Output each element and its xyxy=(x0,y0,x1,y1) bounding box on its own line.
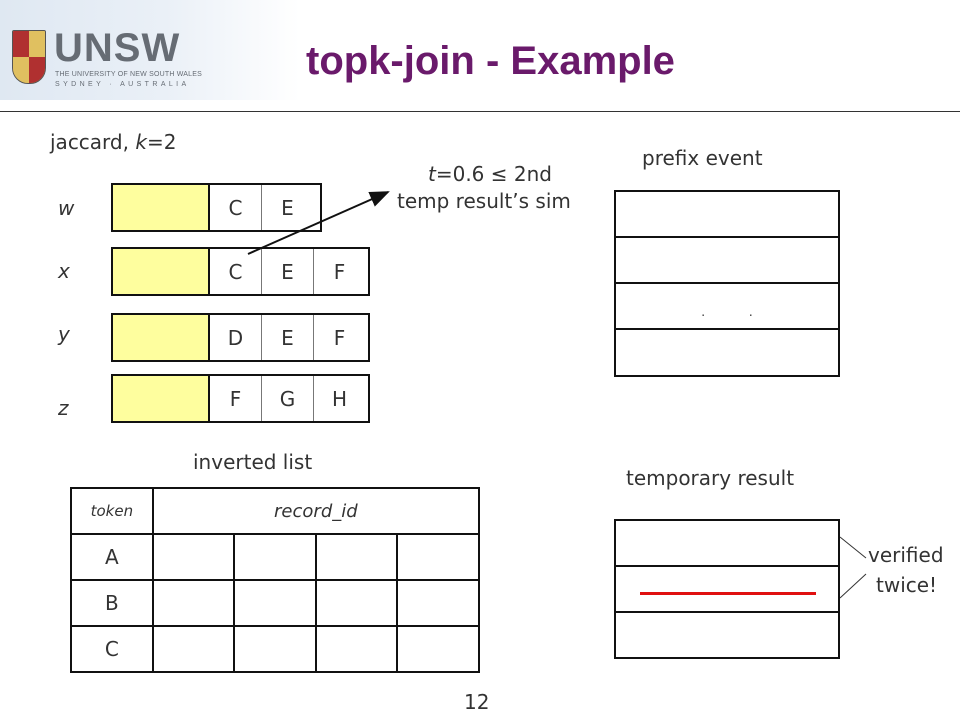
prefix-event-row: . . xyxy=(614,282,840,330)
inverted-list-cell xyxy=(314,533,399,581)
inverted-list-cell xyxy=(233,533,317,581)
temp-result-row xyxy=(614,565,840,613)
record-label-w: w xyxy=(58,196,75,220)
params-prefix: jaccard, xyxy=(50,130,136,154)
inverted-list-cell xyxy=(233,625,317,673)
params-k-var: k xyxy=(135,130,147,154)
prefix-event-row xyxy=(614,190,840,238)
inverted-list-cell xyxy=(151,625,236,673)
record-y-token: E xyxy=(261,315,313,360)
temp-result-row xyxy=(614,611,840,659)
strikethrough-line xyxy=(640,592,816,595)
slide-title: topk-join - Example xyxy=(306,39,675,83)
inverted-list-token: C xyxy=(70,625,154,673)
record-label-z: z xyxy=(58,396,69,420)
record-x-token: F xyxy=(313,249,365,294)
temp-result-row xyxy=(614,519,840,567)
record-y-token: F xyxy=(313,315,365,360)
page-number: 12 xyxy=(464,690,490,714)
record-y-prefix-box xyxy=(111,313,210,362)
logo-area xyxy=(0,0,300,100)
record-w-token: C xyxy=(228,195,243,220)
inverted-list-header-token: token xyxy=(70,487,154,535)
threshold-text: =0.6 ≤ 2nd xyxy=(435,162,552,186)
params-label: jaccard, k=2 xyxy=(50,130,176,154)
inverted-list-cell xyxy=(314,625,399,673)
record-x-token: C xyxy=(228,259,243,284)
record-w-token: E xyxy=(261,185,313,230)
prefix-event-row xyxy=(614,236,840,284)
inverted-list-cell xyxy=(233,579,317,627)
record-z-tokens: F G H xyxy=(208,374,370,423)
record-z-token: F xyxy=(229,386,242,411)
inverted-list-label: inverted list xyxy=(193,450,313,474)
note-line1: verified xyxy=(868,543,944,567)
record-label-x: x xyxy=(58,259,70,283)
inverted-list-header-record: record_id xyxy=(151,487,481,535)
record-y-tokens: D E F xyxy=(208,313,370,362)
inverted-list-cell xyxy=(151,579,236,627)
record-x-prefix-box xyxy=(111,247,210,296)
temp-result-label: temporary result xyxy=(626,466,795,490)
inverted-list-token: B xyxy=(70,579,154,627)
note-line2: twice! xyxy=(876,573,938,597)
record-w-tokens: C E xyxy=(208,183,322,232)
record-z-token: G xyxy=(261,376,313,421)
inverted-list-cell xyxy=(151,533,236,581)
inverted-list-token: A xyxy=(70,533,154,581)
arrow-line xyxy=(247,191,390,255)
inverted-list-cell xyxy=(396,579,480,627)
threshold-annotation-line1: t=0.6 ≤ 2nd xyxy=(428,162,552,186)
university-crest-icon xyxy=(12,30,46,84)
note-connector-top xyxy=(839,536,867,559)
logo-subtitle-2: SYDNEY · AUSTRALIA xyxy=(55,81,190,88)
prefix-event-row-dots: . . xyxy=(701,305,773,319)
record-y-token: D xyxy=(227,325,244,350)
params-k-value: =2 xyxy=(146,130,177,154)
logo-text: UNSW xyxy=(54,26,181,70)
header-divider xyxy=(0,111,960,112)
logo-subtitle-1: THE UNIVERSITY OF NEW SOUTH WALES xyxy=(55,71,203,78)
inverted-list-cell xyxy=(396,625,480,673)
record-x-tokens: C E F xyxy=(208,247,370,296)
record-w-prefix-box xyxy=(111,183,210,232)
record-z-prefix-box xyxy=(111,374,210,423)
inverted-list-cell xyxy=(396,533,480,581)
threshold-var: t xyxy=(428,162,436,186)
record-z-token: H xyxy=(313,376,365,421)
prefix-event-row xyxy=(614,328,840,377)
threshold-annotation-line2: temp result’s sim xyxy=(397,189,571,213)
record-x-token: E xyxy=(261,249,313,294)
inverted-list-table: token record_id A B C xyxy=(70,487,481,673)
note-connector-bottom xyxy=(839,573,867,599)
record-label-y: y xyxy=(58,322,70,346)
prefix-event-label: prefix event xyxy=(642,146,763,170)
inverted-list-cell xyxy=(314,579,399,627)
